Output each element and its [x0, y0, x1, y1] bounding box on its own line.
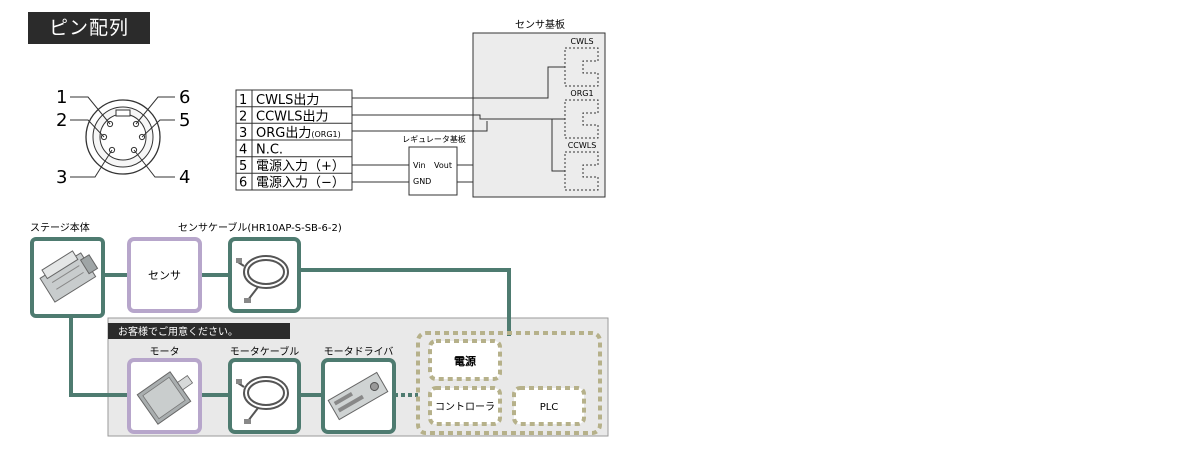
pin-number-4: 4: [179, 167, 190, 188]
plc-label: PLC: [540, 402, 559, 413]
pin-table-num-1: 1: [239, 93, 247, 108]
motor-icon: [136, 371, 194, 425]
customer-note-banner: [108, 323, 290, 339]
pin-table-num-4: 4: [239, 143, 247, 158]
pin-number-6: 6: [179, 87, 190, 108]
regulator-board: レギュレータ基板 Vin Vout GND: [402, 134, 466, 196]
stage-icon: [39, 250, 99, 303]
pin-table-label-3: ORG出力(ORG1): [256, 126, 341, 141]
line-cable-to-power: [299, 268, 511, 336]
system-diagram: お客様でご用意ください。 ステージ本体 センサ センサケーブル(HR10AP-S…: [30, 221, 609, 437]
pin-table-label-6: 電源入力（−）: [256, 176, 345, 191]
section-heading: ピン配列: [28, 12, 150, 44]
regulator-vin: Vin: [413, 161, 426, 170]
sensor-cable-icon: [237, 255, 289, 301]
customer-note-text: お客様でご用意ください。: [118, 325, 238, 338]
sensor-label-cwls: CWLS: [570, 37, 593, 46]
pin-leader-5: [141, 119, 175, 138]
pin-table-num-6: 6: [239, 176, 247, 191]
wire-ccwls-to-org1: [352, 114, 565, 120]
control-group-frame: [416, 331, 602, 435]
line-stage-to-motor: [69, 316, 129, 397]
power-supply-box[interactable]: [428, 339, 502, 381]
pin-table-num-5: 5: [239, 159, 247, 174]
sensor-cable-label: センサケーブル(HR10AP-S-SB-6-2): [178, 221, 342, 234]
motor-driver-icon: [327, 371, 389, 421]
sensor-board-title: センサ基板: [515, 18, 565, 31]
wire-org-output: [352, 121, 488, 132]
pin-number-5: 5: [179, 110, 190, 131]
pin-table: 1 CWLS出力 2 CCWLS出力 3 ORG出力(ORG1) 4 N.C. …: [235, 89, 353, 191]
pin-number-2: 2: [56, 110, 67, 131]
wire-cwls: [352, 66, 565, 99]
wire-ccwls-sensor: [551, 119, 565, 172]
controller-label: コントローラ: [435, 401, 495, 413]
pin-table-label-2: CCWLS出力: [256, 110, 329, 125]
pin-table-num-3: 3: [239, 126, 247, 141]
regulator-box: [408, 146, 458, 196]
motor-cable-label: モータケーブル: [230, 345, 299, 358]
sensor-board: センサ基板 CWLS ORG1 CCWLS: [472, 18, 606, 198]
pin-leader-1: [70, 96, 111, 125]
pin-table-num-2: 2: [239, 110, 247, 125]
motor-driver-label: モータドライバ: [324, 346, 394, 358]
sensor-label-org1: ORG1: [570, 89, 593, 98]
sensor-cable-box[interactable]: [228, 237, 301, 313]
connector-pinout: 1 2 3 4 5 6: [56, 87, 190, 188]
regulator-title: レギュレータ基板: [402, 134, 466, 144]
sensor-label: センサ: [148, 269, 181, 282]
sensor-symbol-org1: [564, 99, 599, 139]
pin-table-label-4: N.C.: [256, 143, 283, 158]
sensor-board-panel: [472, 32, 606, 198]
controller-box[interactable]: [428, 386, 502, 426]
pin-leader-2: [70, 119, 105, 138]
sensor-symbol-cwls: [564, 47, 599, 87]
sensor-symbol-ccwls: [564, 151, 599, 191]
pin-leader-6: [135, 96, 175, 125]
sensor-label-ccwls: CCWLS: [568, 141, 597, 150]
connector-key: [115, 109, 131, 117]
pin-table-label-1: CWLS出力: [256, 93, 319, 108]
pin-number-1: 1: [56, 87, 67, 108]
regulator-vout: Vout: [434, 161, 452, 170]
cable-connector-icon: [244, 419, 251, 424]
pin-number-3: 3: [56, 167, 67, 188]
stage-label: ステージ本体: [30, 221, 90, 234]
motor-cable-box[interactable]: [228, 358, 301, 434]
pin-table-label-5: 電源入力（+）: [256, 159, 345, 174]
plc-box[interactable]: [512, 386, 586, 426]
motor-label: モータ: [150, 346, 180, 358]
power-supply-label: 電源: [454, 354, 476, 368]
connection-lines: [69, 268, 511, 397]
cable-connector-icon: [244, 298, 251, 303]
pin-leader-3: [70, 149, 113, 178]
cable-connector-icon: [236, 258, 242, 263]
regulator-gnd: GND: [413, 177, 431, 186]
sensor-box[interactable]: [127, 237, 202, 313]
cable-connector-icon: [236, 379, 242, 384]
motor-cable-icon: [237, 376, 289, 422]
wiring-lines: [352, 66, 565, 183]
pin-leader-4: [133, 149, 175, 178]
